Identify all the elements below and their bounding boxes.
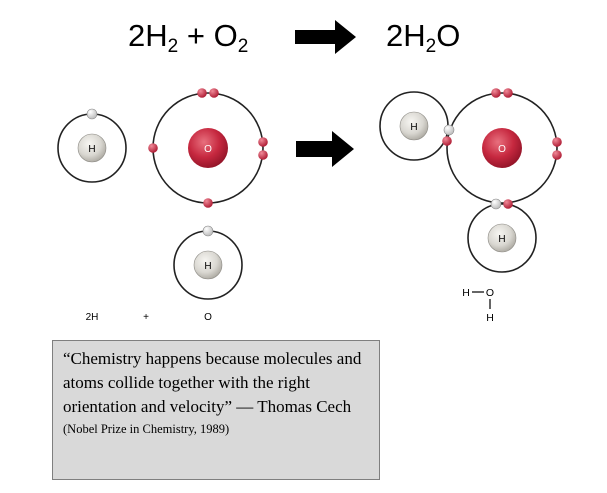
oxygen-electron [552, 150, 562, 160]
formula-h-left: H [462, 287, 470, 299]
oxygen-electron [258, 137, 268, 147]
oxygen-electron [503, 88, 513, 98]
reaction-arrow-icon [296, 131, 354, 167]
h2-coefficient: 2 [128, 18, 146, 53]
o2-subscript: 2 [237, 36, 249, 57]
oxygen-electron [258, 150, 268, 160]
oxygen-nucleus-label: O [204, 144, 212, 155]
oxygen-orbit [446, 92, 558, 204]
reactant-label-oxygen: O [204, 312, 212, 323]
h2o-h-symbol: H [403, 18, 426, 53]
chemical-equation: 2H2 + O2 2H2O [0, 14, 607, 64]
structural-formula: H O H [462, 287, 494, 324]
hydrogen-atom-left: H [57, 108, 127, 183]
quote-attribution: (Nobel Prize in Chemistry, 1989) [63, 422, 230, 436]
hydrogen-nucleus-label: H [410, 122, 417, 133]
oxygen-electron [148, 143, 158, 153]
hydrogen-electron [86, 108, 98, 120]
oxygen-electron [552, 137, 562, 147]
hydrogen-nucleus [399, 111, 429, 141]
oxygen-nucleus-label: O [498, 144, 506, 155]
h2-symbol: H [145, 18, 168, 53]
quote-text: “Chemistry happens because molecules and… [63, 349, 362, 416]
hydrogen-nucleus-label: H [204, 261, 211, 272]
equation-plus: + [178, 18, 214, 53]
h2o-coefficient: 2 [386, 18, 404, 53]
oxygen-electron [197, 88, 207, 98]
reactant-label-plus: + [143, 312, 149, 323]
h2o-subscript: 2 [425, 36, 437, 57]
o2-symbol: O [213, 18, 238, 53]
water-molecule: O H H [379, 88, 562, 273]
hydrogen-nucleus [77, 133, 107, 163]
hydrogen-atom-bottom: H [173, 225, 243, 300]
h2o-o-symbol: O [436, 18, 461, 53]
oxygen-nucleus [188, 128, 228, 168]
hydrogen-nucleus [193, 250, 223, 280]
oxygen-nucleus [482, 128, 522, 168]
h2-subscript: 2 [167, 36, 179, 57]
quote-box: “Chemistry happens because molecules and… [52, 340, 380, 480]
oxygen-electron [442, 136, 452, 146]
oxygen-electron [491, 88, 501, 98]
oxygen-electron [203, 198, 213, 208]
hydrogen-nucleus-label: H [88, 144, 95, 155]
hydrogen-orbit [467, 203, 537, 273]
formula-h-bottom: H [486, 312, 494, 324]
hydrogen-electron [490, 198, 502, 210]
hydrogen-electron [443, 124, 455, 136]
reactant-label-hydrogen: 2H [86, 312, 99, 323]
hydrogen-nucleus [487, 223, 517, 253]
hydrogen-electron [202, 225, 214, 237]
oxygen-electron [209, 88, 219, 98]
formula-o: O [486, 287, 494, 299]
oxygen-electron [503, 199, 513, 209]
oxygen-atom-reactant: O [148, 88, 268, 208]
equation-product: 2H2O [386, 14, 460, 58]
equation-reactants: 2H2 + O2 [128, 14, 248, 58]
hydrogen-nucleus-label: H [498, 234, 505, 245]
equation-arrow-icon [295, 20, 356, 54]
